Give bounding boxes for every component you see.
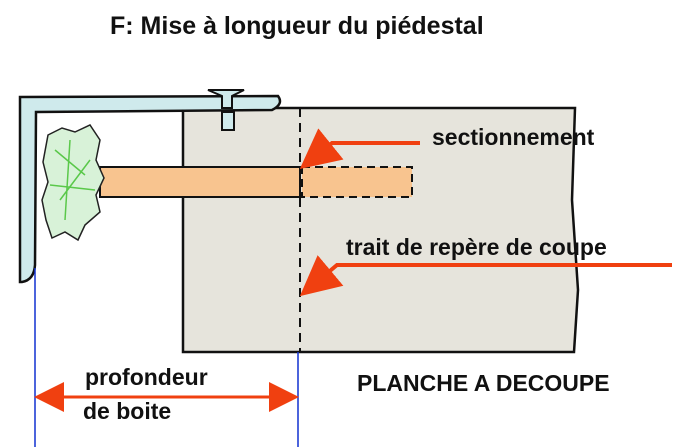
label-de-boite: de boite (83, 398, 172, 424)
label-sectionnement: sectionnement (432, 124, 595, 150)
l-bracket (18, 94, 282, 284)
diagram-title: F: Mise à longueur du piédestal (110, 12, 484, 40)
trait-arrow (299, 255, 672, 297)
pedestal-bar (99, 166, 301, 198)
pedestal-offcut (301, 166, 413, 198)
clamp-screw (207, 89, 245, 131)
label-trait-de-coupe: trait de repère de coupe (346, 234, 607, 260)
label-planche: PLANCHE A DECOUPE (357, 370, 610, 396)
label-profondeur: profondeur (85, 364, 208, 390)
sectionnement-arrow (299, 128, 420, 170)
